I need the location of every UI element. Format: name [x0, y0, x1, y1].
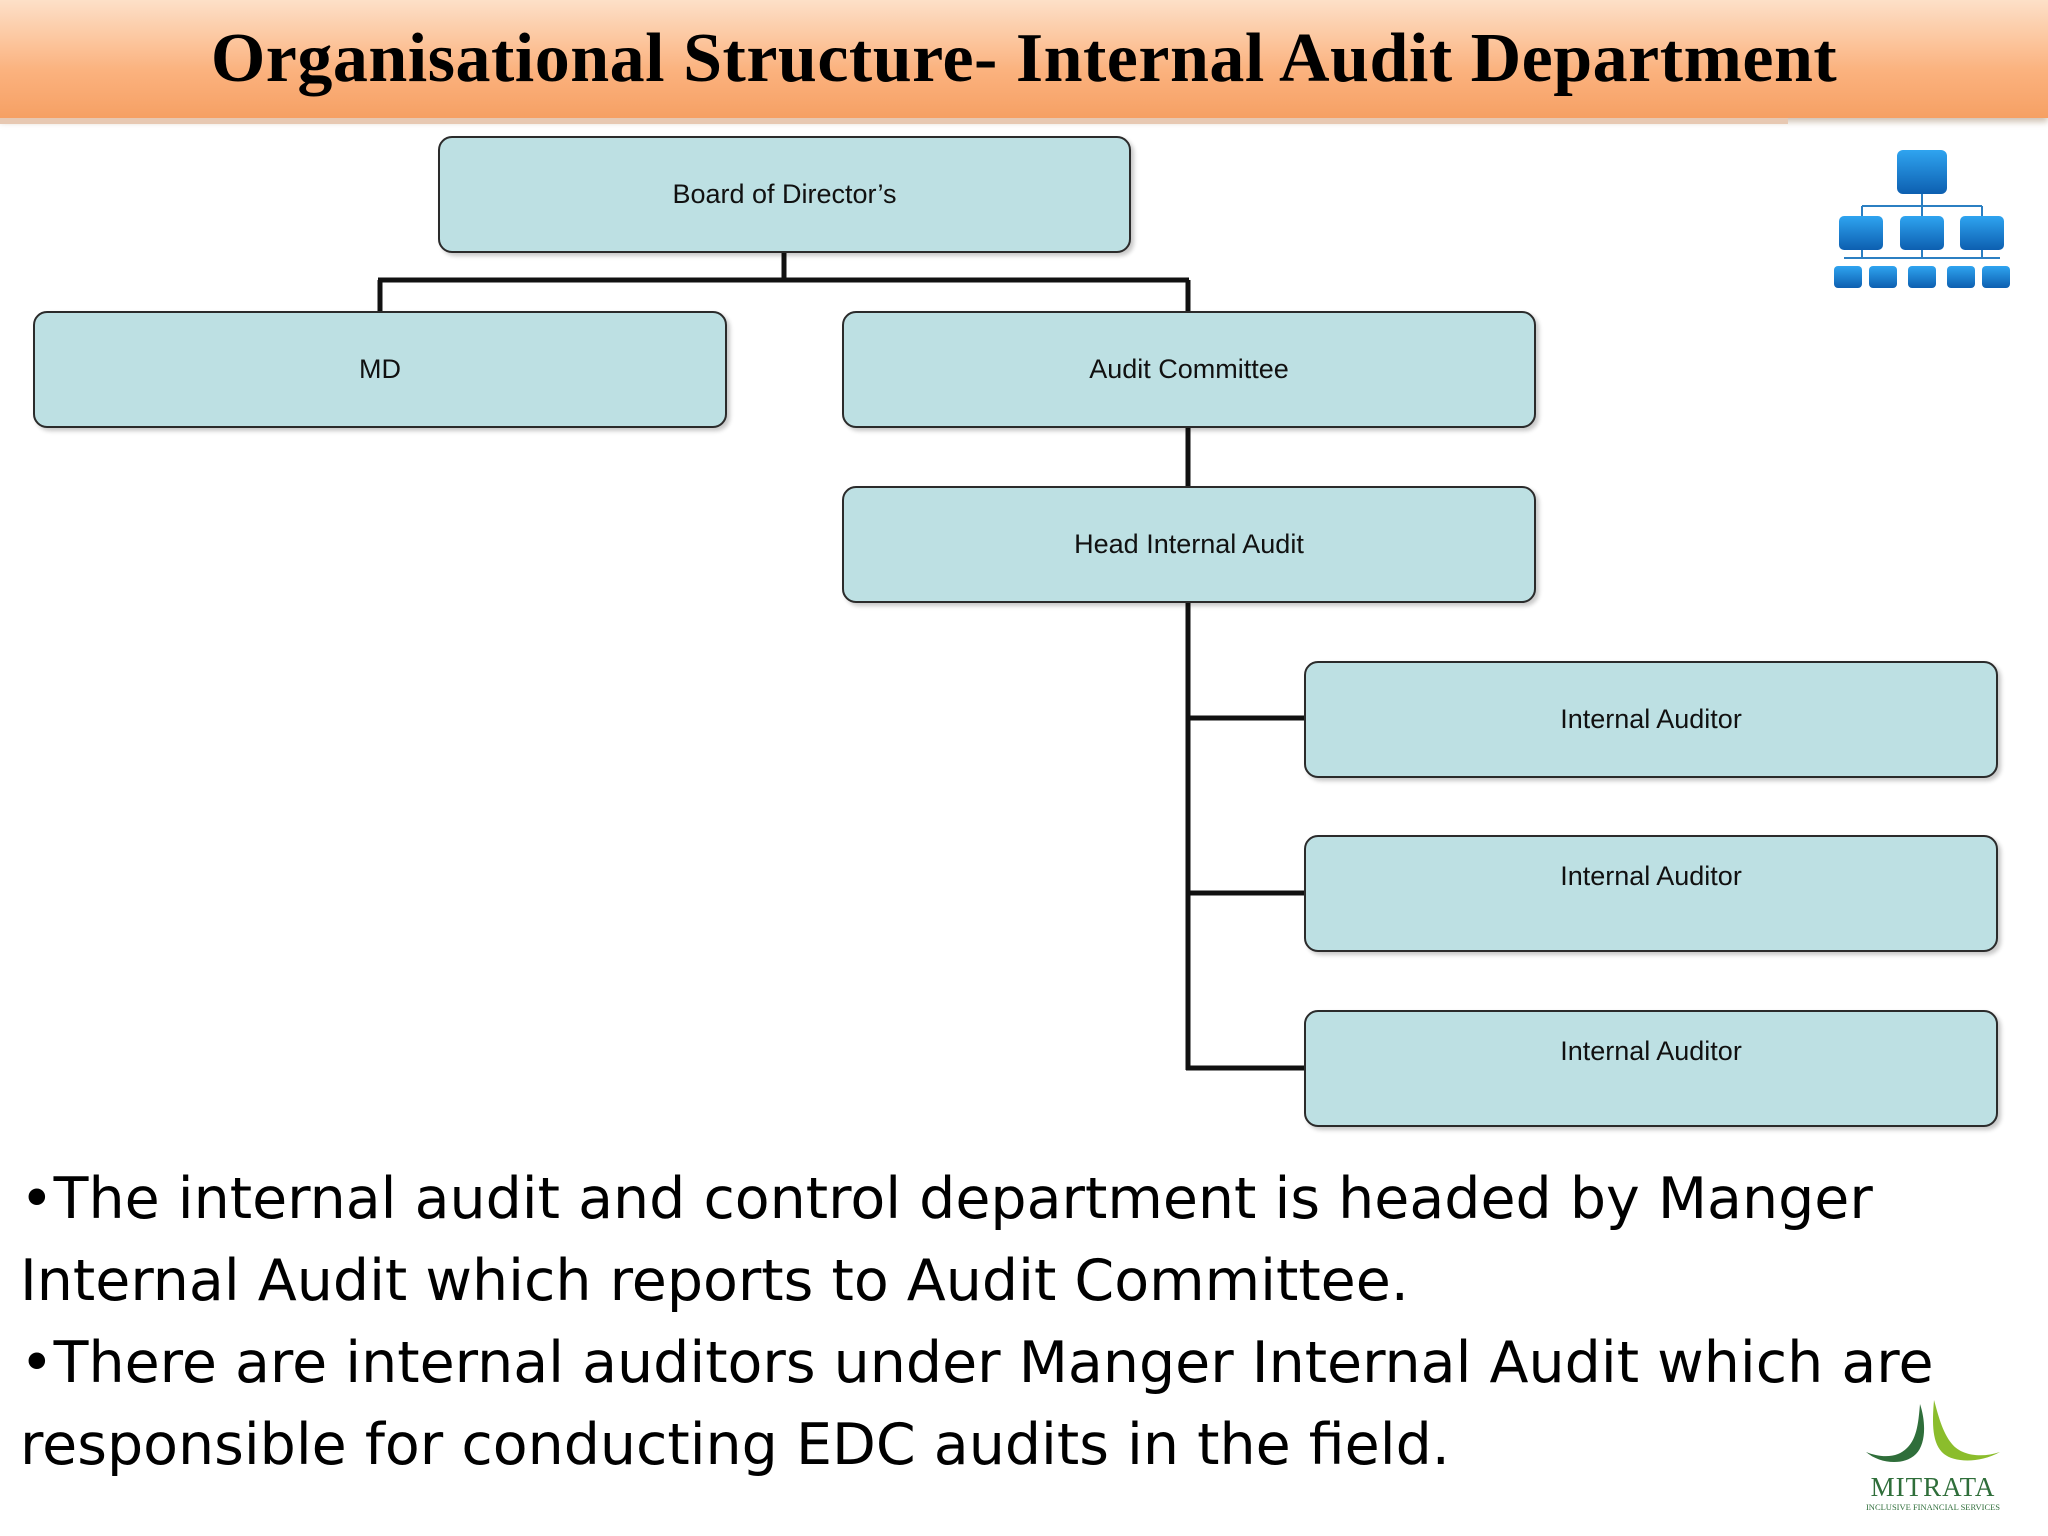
org-chart-connectors [377, 252, 1306, 1071]
node-label: Audit Committee [1089, 354, 1289, 384]
node-internal-auditor-2: Internal Auditor [1304, 835, 1998, 952]
bullet-2-line-2: responsible for conducting EDC audits in… [20, 1412, 1450, 1478]
node-md: MD [33, 311, 727, 428]
node-audit-committee: Audit Committee [842, 311, 1536, 428]
node-head-internal-audit: Head Internal Audit [842, 486, 1536, 603]
slide-title: Organisational Structure- Internal Audit… [210, 20, 1838, 97]
mitrata-logo: MITRATA INCLUSIVE FINANCIAL SERVICES [1858, 1398, 2008, 1514]
bullet-list: •The internal audit and control departme… [20, 1158, 1934, 1486]
node-board-of-directors: Board of Director’s [438, 136, 1131, 253]
node-internal-auditor-1: Internal Auditor [1304, 661, 1998, 778]
bullet-2-line-1: •There are internal auditors under Mange… [20, 1330, 1934, 1396]
org-chart-icon [1834, 150, 2010, 288]
node-label: Internal Auditor [1560, 861, 1742, 891]
node-internal-auditor-3: Internal Auditor [1304, 1010, 1998, 1127]
node-label: MD [359, 354, 401, 384]
node-label: Board of Director’s [672, 179, 897, 209]
logo-tagline: INCLUSIVE FINANCIAL SERVICES [1865, 1502, 2001, 1512]
bullet-1-line-2: Internal Audit which reports to Audit Co… [20, 1248, 1409, 1314]
title-underline [0, 118, 1788, 124]
title-bar: Organisational Structure- Internal Audit… [0, 0, 2048, 118]
logo-name: MITRATA [1870, 1472, 1996, 1502]
node-label: Internal Auditor [1560, 704, 1742, 734]
node-label: Head Internal Audit [1074, 529, 1304, 559]
mitrata-logo-icon [1866, 1400, 2000, 1463]
bullet-1-line-1: •The internal audit and control departme… [20, 1166, 1873, 1232]
node-label: Internal Auditor [1560, 1036, 1742, 1066]
